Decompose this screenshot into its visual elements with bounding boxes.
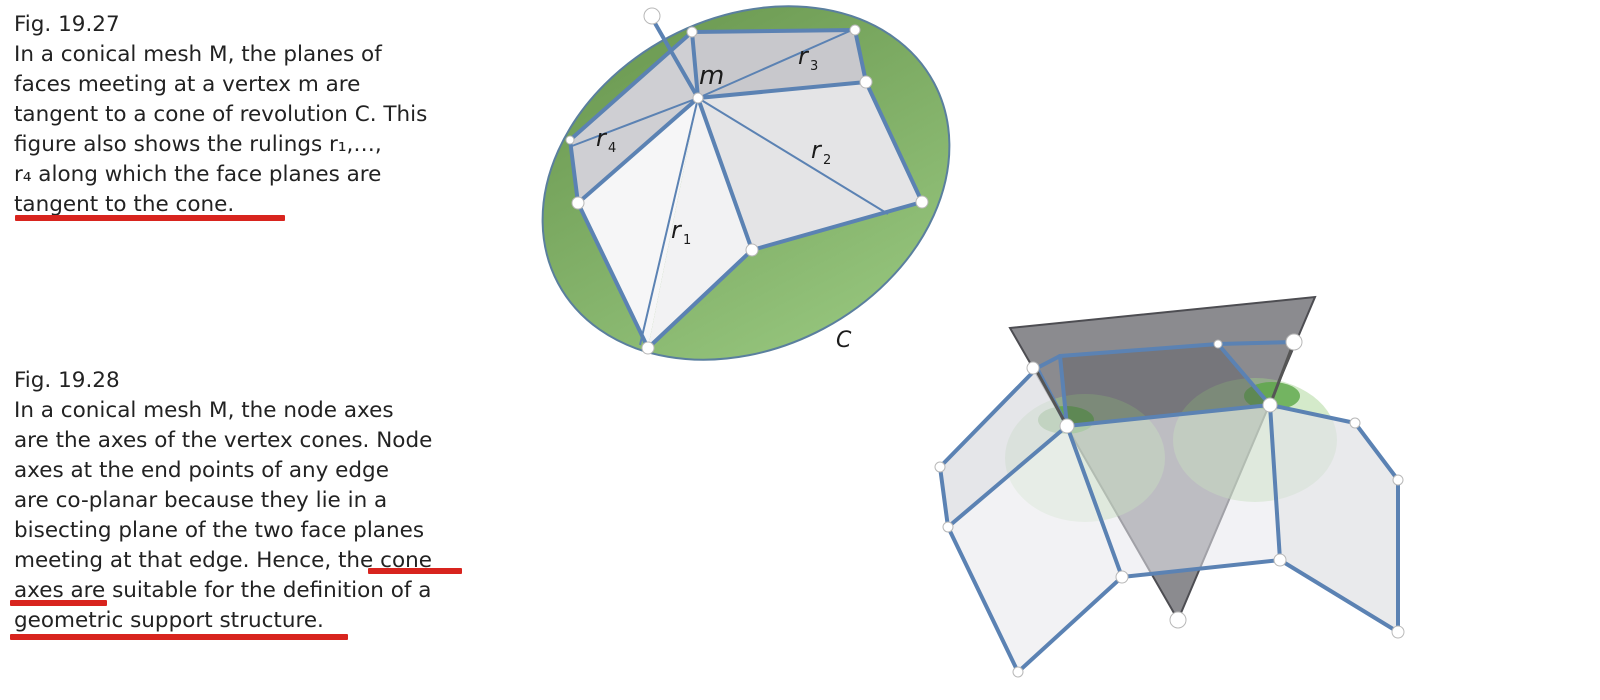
highlight-underline (10, 600, 107, 606)
svg-text:r: r (811, 136, 823, 164)
rulings (571, 29, 889, 346)
mesh-vertices (934, 333, 1405, 678)
caption-line: In a conical mesh M, the planes of (14, 42, 382, 67)
caption-line: bisecting plane of the two face planes (14, 518, 425, 543)
caption-line: figure also shows the rulings r₁,…, (14, 132, 382, 157)
label-r4: r 4 (596, 124, 616, 156)
label-r1: r 1 (671, 216, 691, 248)
mesh-faces (940, 344, 1398, 672)
svg-text:4: 4 (608, 141, 616, 156)
figure-number: Fig. 19.28 (14, 368, 120, 393)
label-r3: r 3 (798, 42, 818, 74)
caption-line: tangent to a cone of revolution C. This (14, 102, 428, 127)
caption-line: tangent to the cone. (14, 192, 235, 217)
caption-line: axes at the end points of any edge (14, 458, 389, 483)
svg-text:r: r (671, 216, 683, 244)
figure-number: Fig. 19.27 (14, 12, 120, 37)
svg-text:2: 2 (823, 153, 831, 168)
caption-line: geometric support structure. (14, 608, 324, 633)
figure-19-28-caption: Fig. 19.28 In a conical mesh M, the node… (14, 366, 432, 636)
label-C: C (836, 328, 852, 353)
label-m: m (699, 61, 724, 91)
caption-line: In a conical mesh M, the node axes (14, 398, 394, 423)
svg-text:r: r (798, 42, 810, 70)
caption-line: faces meeting at a vertex m are (14, 72, 361, 97)
figure-19-27-caption: Fig. 19.27 In a conical mesh M, the plan… (14, 10, 427, 220)
svg-text:3: 3 (810, 59, 818, 74)
svg-text:1: 1 (683, 233, 691, 248)
node-axes (1033, 341, 1296, 427)
highlight-underline (15, 215, 285, 221)
node-axis (650, 17, 700, 99)
svg-text:r: r (596, 124, 608, 152)
caption-line: r₄ along which the face planes are (14, 162, 382, 187)
label-r2: r 2 (811, 136, 831, 168)
caption-line: are the axes of the vertex cones. Node (14, 428, 433, 453)
highlight-underline (10, 634, 348, 640)
highlight-underline (368, 568, 462, 574)
caption-line: meeting at that edge. Hence, the cone (14, 548, 432, 573)
caption-line: are co-planar because they lie in a (14, 488, 388, 513)
mesh-vertices (565, 7, 929, 355)
caption-line: axes are suitable for the definition of … (14, 578, 432, 603)
